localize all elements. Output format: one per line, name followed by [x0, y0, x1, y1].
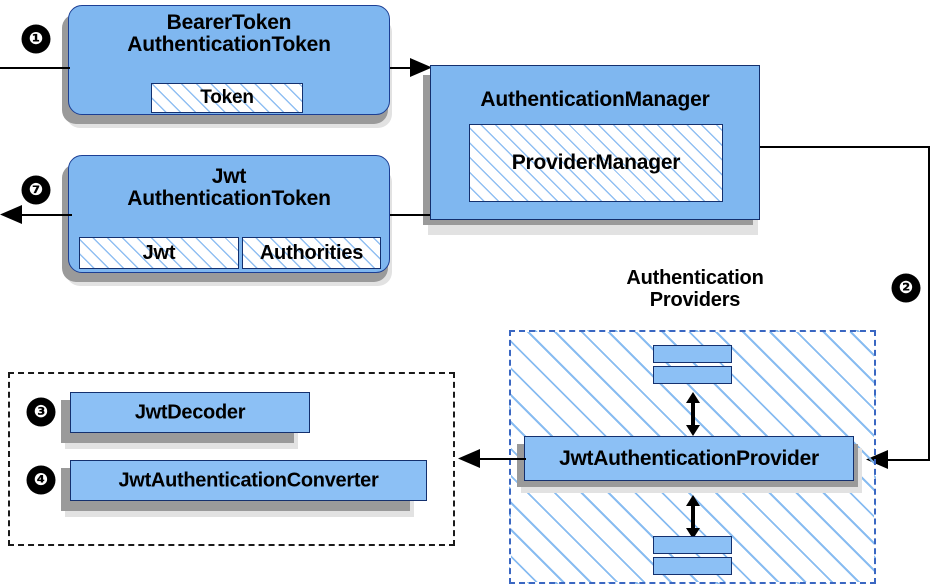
provider-top-double-arrow [686, 392, 700, 436]
jwt-decoder-label: JwtDecoder [134, 401, 246, 423]
jwt-token-inner-authorities[interactable]: Authorities [242, 237, 381, 269]
manager-to-jwt-token-line [390, 214, 430, 216]
authentication-manager-node[interactable]: AuthenticationManager ProviderManager [430, 65, 760, 220]
jwt-token-inner-jwt[interactable]: Jwt [79, 237, 239, 269]
provider-in-line-horizontal [886, 459, 930, 461]
step-badge-3: ❸ [28, 399, 54, 425]
bearer-token-authentication-token-node[interactable]: BearerToken AuthenticationToken Token [68, 5, 390, 115]
jwt-provider-label: JwtAuthenticationProvider [559, 446, 819, 470]
jwt-authentication-token-node[interactable]: Jwt AuthenticationToken Jwt Authorities [68, 155, 390, 273]
provider-bottom-double-arrow [686, 495, 700, 539]
jwt-authentication-provider-node[interactable]: JwtAuthenticationProvider [524, 436, 854, 481]
entry-connector-line [0, 67, 70, 69]
bearer-to-manager-line [390, 67, 426, 69]
provider-to-support-arrowhead [458, 449, 480, 468]
support-components-container [8, 372, 455, 546]
step-badge-2: ❷ [893, 275, 919, 301]
authentication-manager-title: AuthenticationManager [480, 88, 710, 111]
jwt-decoder-node[interactable]: JwtDecoder [70, 392, 310, 433]
jwt-authentication-converter-node[interactable]: JwtAuthenticationConverter [70, 460, 427, 501]
bearer-token-title: BearerToken AuthenticationToken [127, 11, 331, 57]
jwt-token-exit-line [18, 214, 72, 216]
manager-out-line-horizontal [760, 146, 930, 148]
step-badge-5: ❼ [23, 177, 49, 203]
provider-stub-bottom-2[interactable] [653, 557, 732, 575]
step-badge-1: ❶ [23, 26, 49, 52]
provider-stub-top-1[interactable] [653, 345, 732, 363]
jwt-converter-label: JwtAuthenticationConverter [118, 469, 379, 491]
provider-to-support-line [478, 458, 526, 460]
bearer-token-inner-token[interactable]: Token [151, 83, 303, 113]
manager-out-line-vertical [928, 146, 930, 460]
jwt-token-exit-arrowhead [0, 205, 22, 224]
step-badge-4: ❹ [28, 467, 54, 493]
bearer-to-manager-arrowhead [410, 58, 432, 77]
provider-in-arrowhead [866, 450, 888, 469]
authentication-providers-title: Authentication Providers [626, 267, 764, 311]
provider-stub-bottom-1[interactable] [653, 536, 732, 554]
jwt-token-title: Jwt AuthenticationToken [127, 165, 331, 211]
provider-stub-top-2[interactable] [653, 366, 732, 384]
provider-manager-inner[interactable]: ProviderManager [469, 124, 723, 202]
